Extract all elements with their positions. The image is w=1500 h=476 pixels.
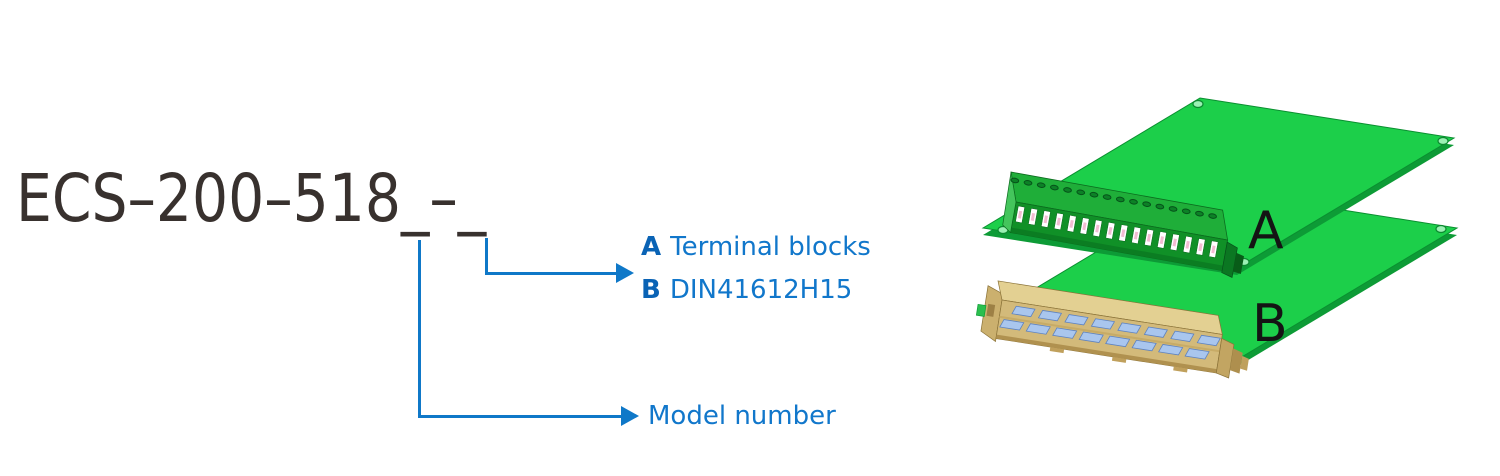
- callout-line-model-vertical: [418, 240, 421, 417]
- option-key-a: A: [641, 232, 662, 262]
- callout-arrow-options: [616, 263, 634, 283]
- callout-line-options-horizontal: [485, 272, 619, 275]
- board-illustration: A B: [975, 97, 1459, 379]
- option-label-terminal-blocks: Terminal blocks: [670, 232, 871, 262]
- terminal-block: [1002, 171, 1244, 278]
- screw-hole: [1192, 99, 1204, 109]
- option-din41612: B DIN41612H15: [641, 276, 871, 304]
- din-connector: [975, 280, 1249, 379]
- pcb-edge-tab: [975, 303, 987, 317]
- screw-hole: [1435, 224, 1447, 234]
- screw-hole: [1437, 136, 1449, 146]
- connector-options: A Terminal blocks B DIN41612H15: [641, 233, 871, 319]
- option-key-b: B: [641, 275, 661, 305]
- callout-line-model-horizontal: [418, 415, 624, 418]
- option-label-din41612: DIN41612H15: [669, 275, 853, 305]
- model-number-label: Model number: [648, 401, 836, 431]
- callout-line-options-vertical: [485, 238, 488, 274]
- terminal-screw-slots: [1010, 177, 1217, 219]
- terminal-front-slots: [1015, 205, 1219, 258]
- din-bottom-slots: [999, 319, 1210, 360]
- board-b-label: B: [1252, 294, 1288, 354]
- callout-arrow-model: [621, 406, 639, 426]
- board-a-label: A: [1248, 201, 1284, 261]
- model-code: ECS–200–518_–_: [16, 160, 487, 237]
- din-top-slots: [1011, 305, 1221, 347]
- option-terminal-blocks: A Terminal blocks: [641, 233, 871, 261]
